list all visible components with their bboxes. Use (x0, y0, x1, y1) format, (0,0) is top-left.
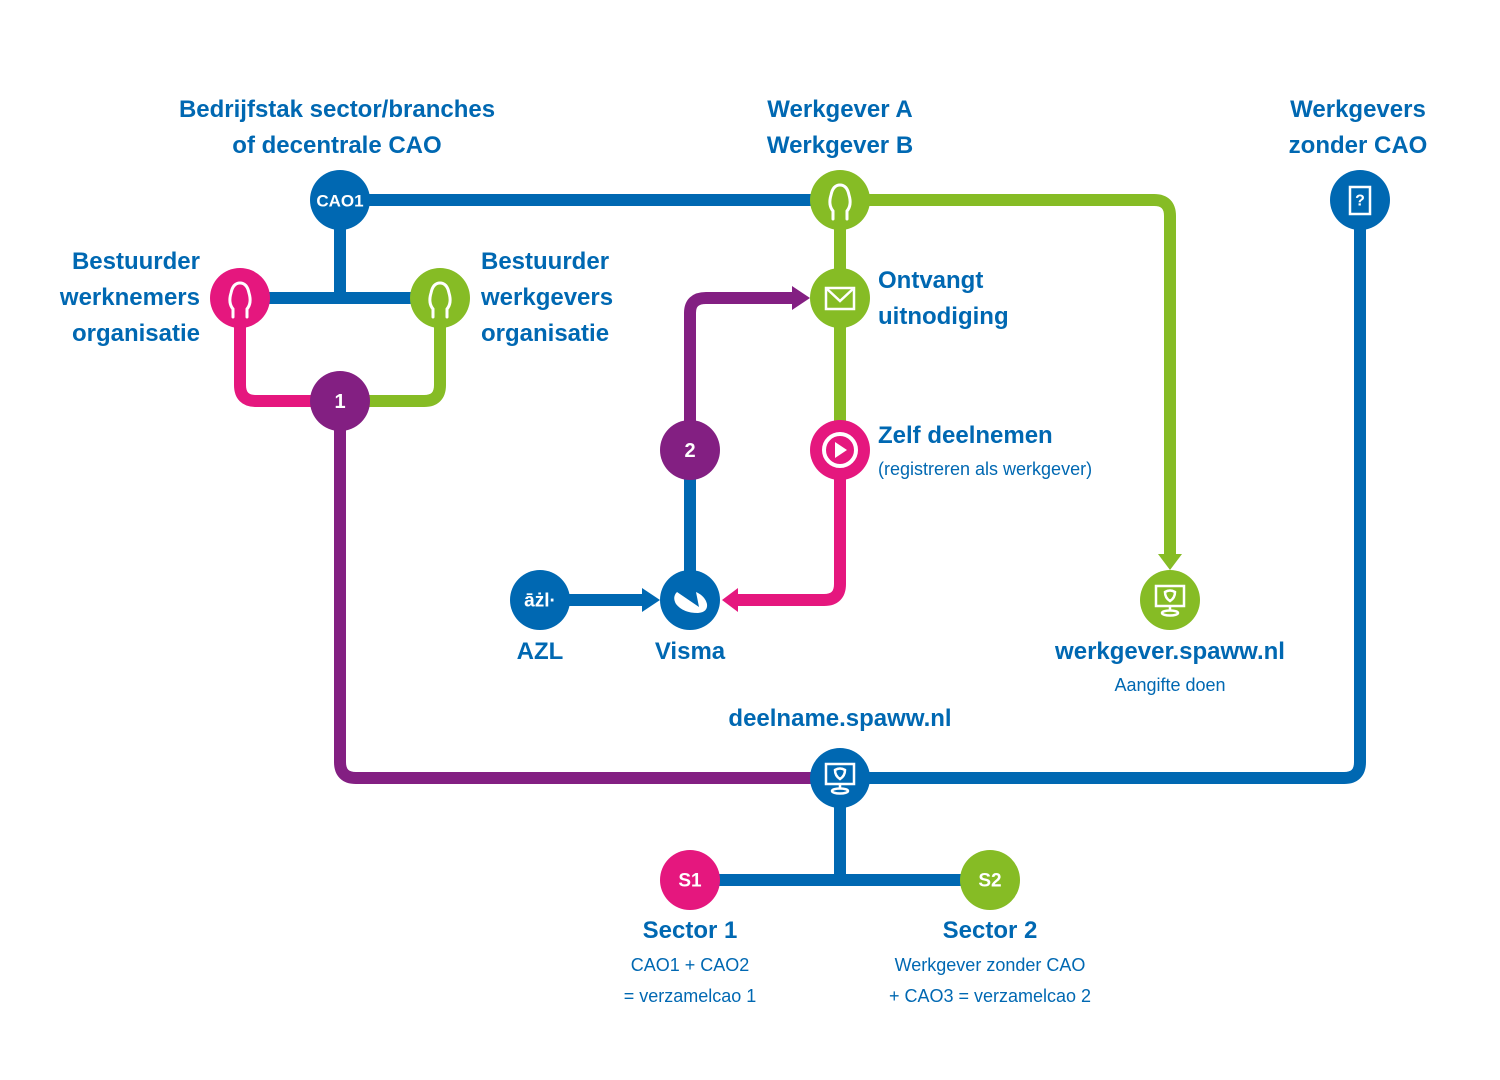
node-step-1: 1 (310, 371, 370, 431)
node-sector-1: S1 (660, 850, 720, 910)
node-zonder-cao: ? (1330, 170, 1390, 230)
line-deelname-zondercao (840, 200, 1366, 784)
node-visma (660, 570, 720, 630)
label-bestuurder-werknemers: Bestuurder werknemers organisatie (60, 244, 200, 352)
person-icon (828, 183, 852, 221)
label-werkgever-ab: Werkgever A Werkgever B (767, 92, 913, 164)
s2-label: S2 (978, 871, 1001, 892)
line-step2-uitnodiging (684, 292, 794, 450)
label-line: Bedrijfstak sector/branches (178, 96, 496, 123)
cao01-label: CAO1 (316, 192, 363, 211)
node-deelname-portal (810, 748, 870, 808)
azl-logo: āżl· (524, 591, 556, 612)
person-icon (428, 281, 452, 319)
node-sector-2: S2 (960, 850, 1020, 910)
label-line: of decentrale CAO (232, 132, 442, 159)
label-line: Werkgevers (1290, 96, 1426, 123)
arrow-to-visma-from-azl (642, 588, 660, 612)
label-sector-2: Sector 2 (942, 917, 1038, 944)
label-line: zonder CAO (1288, 132, 1428, 159)
svg-text:?: ? (1355, 193, 1365, 210)
label-line: uitnodiging (878, 303, 1009, 330)
node-step-2: 2 (660, 420, 720, 480)
node-werkgever-ab (810, 170, 870, 230)
person-icon (228, 281, 252, 319)
node-azl: āżl· (510, 570, 570, 630)
arrow-to-werkgever-portal (1158, 554, 1182, 570)
arrow-to-uitnodiging (792, 286, 810, 310)
node-zelf-deelnemen (810, 420, 870, 480)
label-line: Werkgever B (766, 132, 914, 159)
line-step1-deelname (334, 401, 840, 784)
label-line: + CAO3 = verzamelcao 2 (888, 986, 1092, 1006)
label-line: = verzamelcao 1 (623, 986, 757, 1006)
monitor-icon (1154, 584, 1186, 617)
label-line: Bestuurder (71, 248, 200, 275)
line-werkgever-portal (840, 194, 1176, 556)
label-sector-1-sub: CAO1 + CAO2 = verzamelcao 1 (624, 950, 757, 1012)
label-line: Ontvangt (878, 267, 984, 294)
label-line: organisatie (481, 320, 610, 347)
label-line: werknemers (59, 284, 200, 311)
node-bestuurder-werkgevers (410, 268, 470, 328)
label-zelf-deelnemen: Zelf deelnemen (878, 422, 1053, 449)
label-visma: Visma (654, 638, 726, 665)
label-bestuurder-werkgevers: Bestuurder werkgevers organisatie (481, 244, 613, 352)
label-line: CAO1 + CAO2 (630, 955, 750, 975)
visma-logo (674, 592, 708, 613)
line-werkgeversorg-step1 (340, 298, 446, 407)
label-werkgever-portal[interactable]: werkgever.spaww.nl (1055, 638, 1285, 665)
label-werkgever-portal-sub: Aangifte doen (1114, 675, 1226, 695)
node-bestuurder-werknemers (210, 268, 270, 328)
s1-label: S1 (678, 871, 702, 892)
arrow-to-visma-from-zelf (722, 588, 738, 612)
step2-label: 2 (684, 440, 695, 462)
label-zonder-cao: Werkgevers zonder CAO (1289, 92, 1428, 164)
envelope-icon (824, 286, 856, 311)
label-deelname-portal[interactable]: deelname.spaww.nl (728, 705, 952, 732)
label-line: Bestuurder (481, 248, 610, 275)
label-line: Werkgever A (767, 96, 913, 123)
label-zelf-sub: (registreren als werkgever) (878, 459, 1093, 479)
question-doc-icon: ? (1348, 185, 1372, 216)
label-azl: AZL (516, 638, 564, 665)
monitor-icon (824, 762, 856, 795)
label-bedrijfstak: Bedrijfstak sector/branches of decentral… (179, 92, 495, 164)
node-werkgever-portal (1140, 570, 1200, 630)
label-line: Werkgever zonder CAO (894, 955, 1086, 975)
line-werknemers-step1 (234, 298, 340, 407)
step1-label: 1 (334, 391, 345, 413)
node-ontvangt-uitnodiging (810, 268, 870, 328)
label-sector-2-sub: Werkgever zonder CAO + CAO3 = verzamelca… (889, 950, 1091, 1012)
label-line: werkgevers (481, 284, 614, 311)
label-ontvangt-uitnodiging: Ontvangt uitnodiging (878, 263, 1009, 335)
label-sector-1: Sector 1 (642, 917, 738, 944)
label-line: organisatie (71, 320, 200, 347)
node-cao01: CAO1 (310, 170, 370, 230)
play-icon (822, 432, 858, 468)
line-zelf-visma (738, 450, 846, 606)
